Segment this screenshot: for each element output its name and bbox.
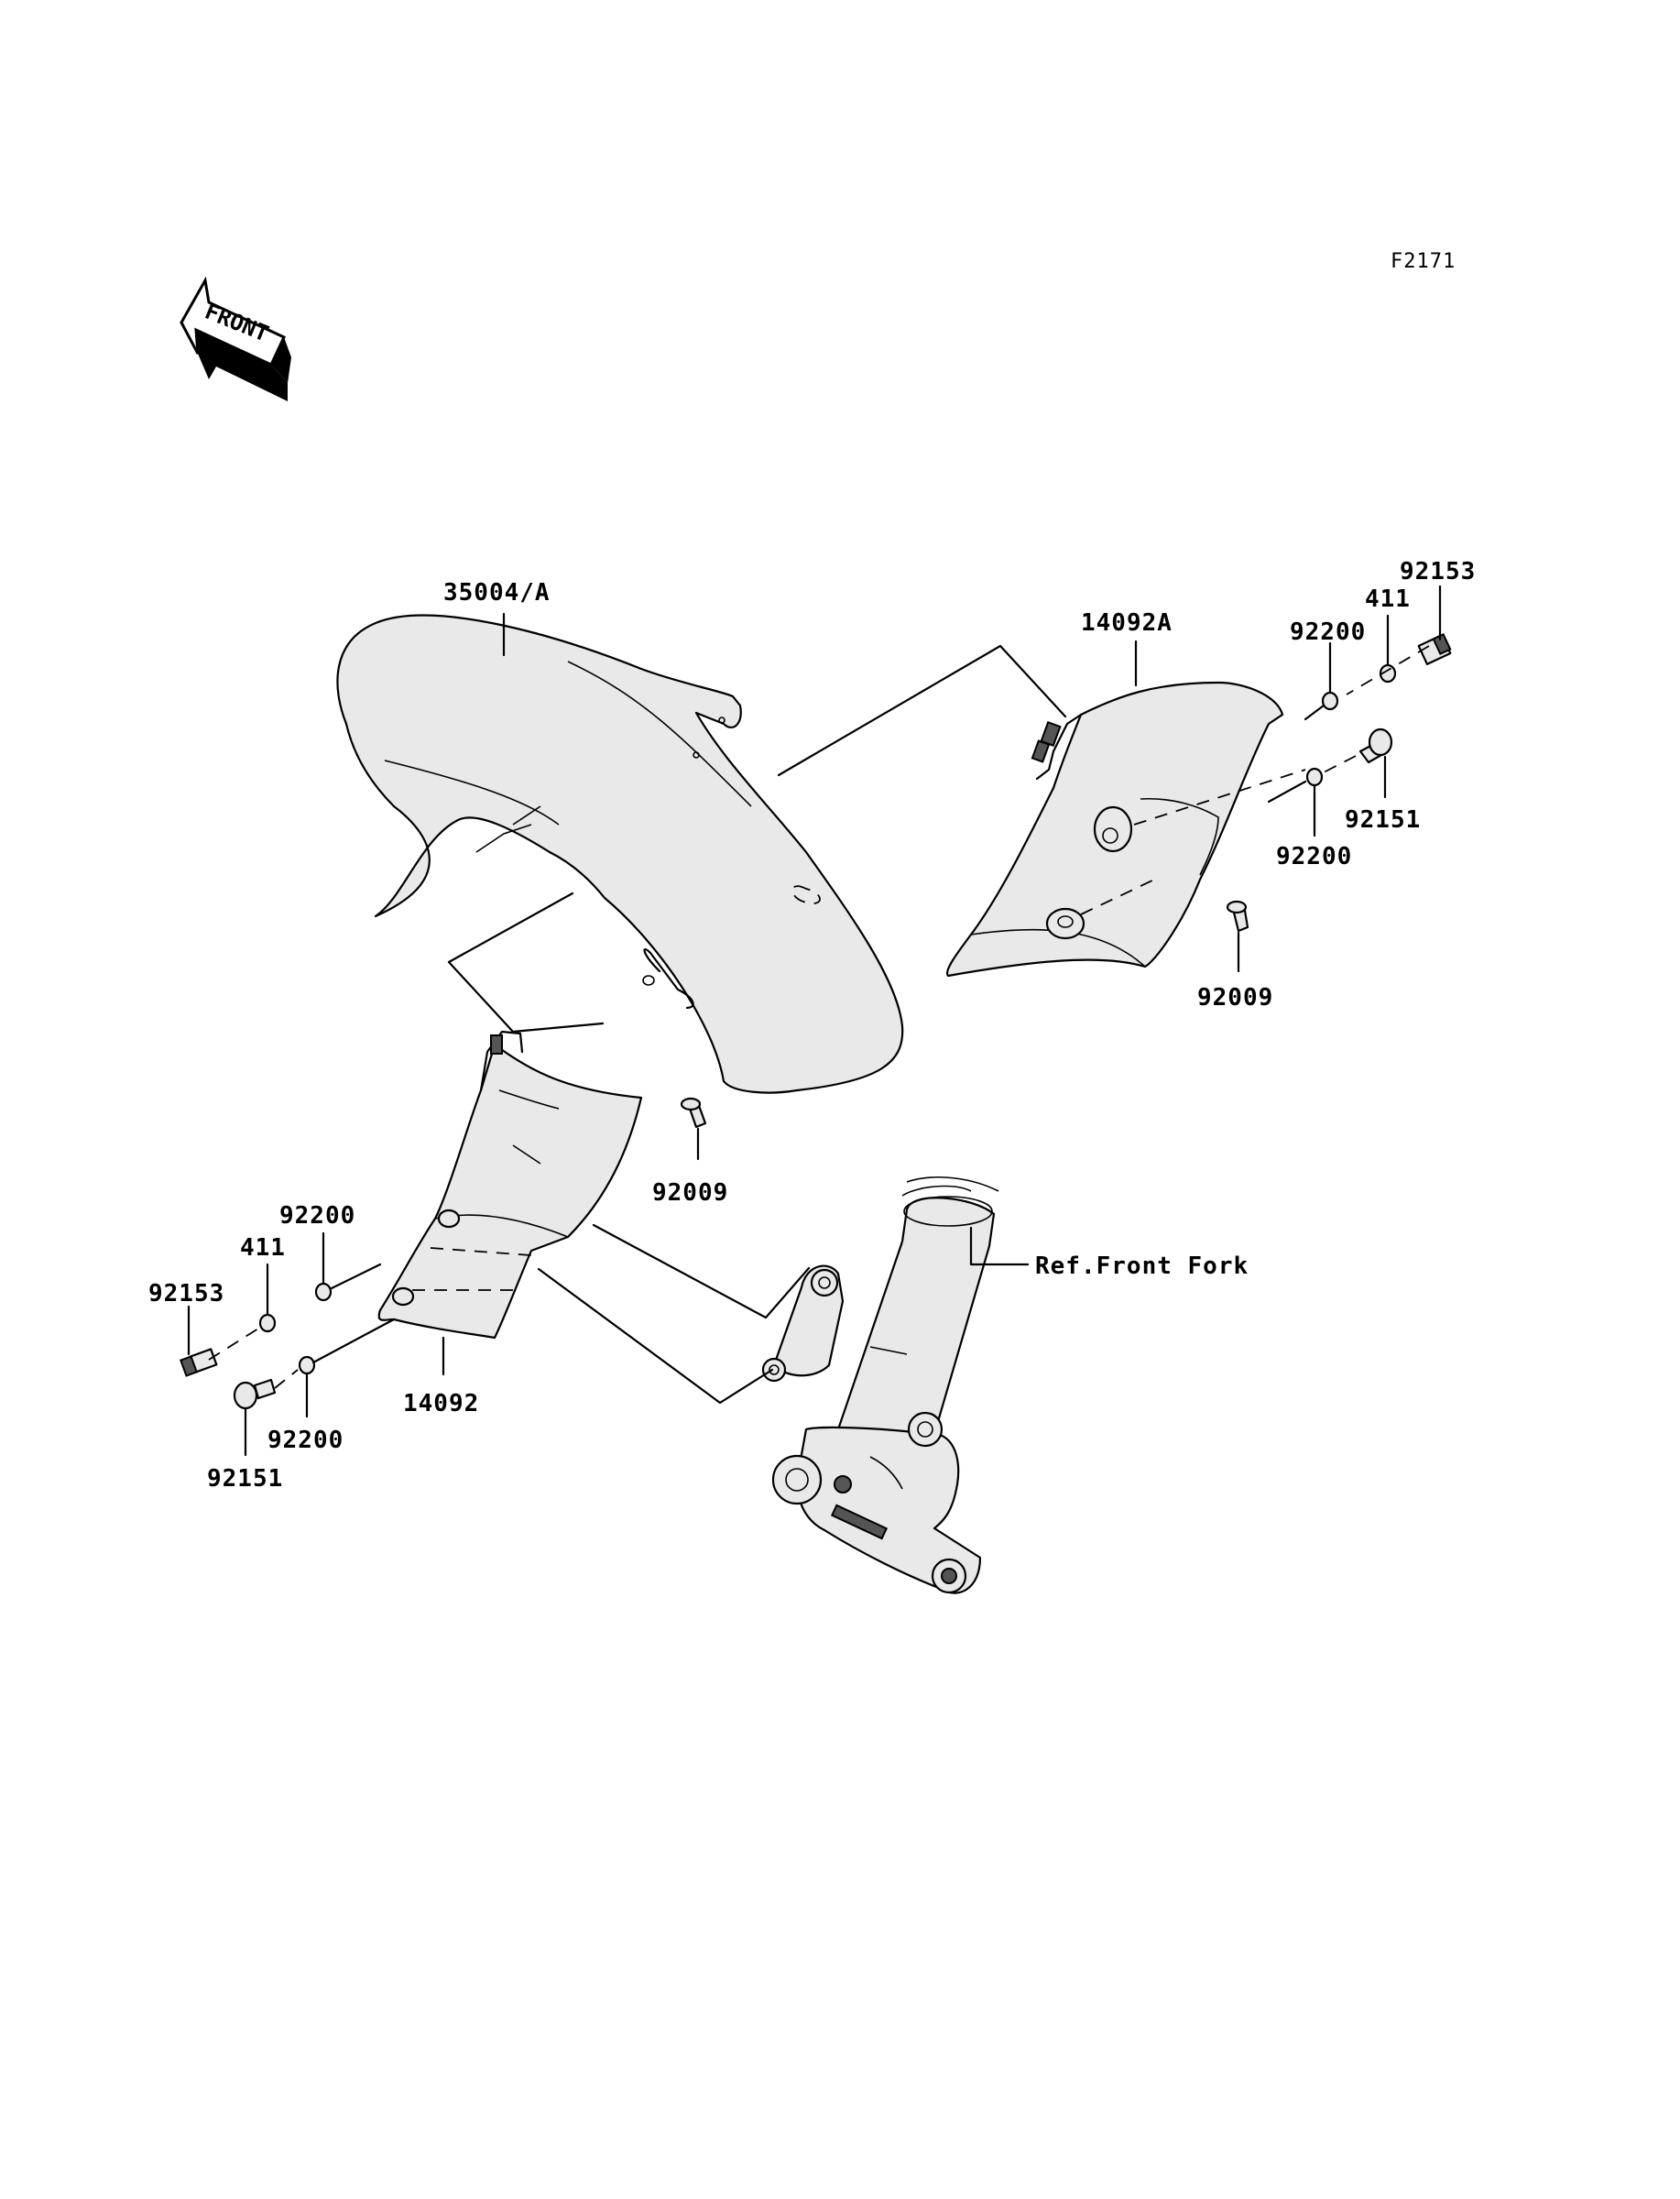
label-r-washer-bottom: 92200 [1276, 843, 1352, 870]
label-center-screw: 92009 [652, 1179, 728, 1207]
label-r-washer-top: 92200 [1290, 618, 1366, 646]
callout-center-92009: 92009 [652, 1127, 728, 1207]
label-l-bolt-top: 92153 [148, 1280, 224, 1307]
label-right-cover: 14092A [1081, 609, 1173, 637]
r-washer-bottom [1305, 767, 1324, 787]
r-screw [1226, 900, 1249, 933]
label-r-bolt-bottom: 92151 [1345, 806, 1421, 834]
callout-l-92200-top: 92200 [279, 1202, 355, 1285]
label-l-washer-bottom: 92200 [267, 1427, 344, 1454]
callout-35004A: 35004/A [443, 579, 551, 657]
callout-r-92200-top: 92200 [1290, 618, 1366, 694]
callout-r-92009: 92009 [1197, 931, 1273, 1012]
l-bolt-bottom [233, 1378, 277, 1410]
r-bolt-top [1417, 632, 1452, 665]
callout-l-92200-bottom: 92200 [267, 1373, 344, 1454]
r-washer-top [1321, 691, 1339, 711]
label-l-washer-top: 92200 [279, 1202, 355, 1230]
callout-r-92153: 92153 [1400, 558, 1476, 641]
label-r-screw: 92009 [1197, 984, 1273, 1012]
l-washer-top [314, 1282, 333, 1302]
label-front-fender: 35004/A [443, 579, 551, 607]
assembly-lines [208, 644, 1430, 1405]
l-washer-bottom [298, 1355, 316, 1375]
r-bolt-bottom [1358, 728, 1393, 764]
front-arrow-icon: FRONT [180, 276, 291, 401]
callout-14092A: 14092A [1081, 609, 1173, 687]
l-bolt-top [180, 1348, 218, 1377]
label-front-fork-ref: Ref.Front Fork [1035, 1253, 1249, 1280]
label-l-collar: 411 [240, 1234, 286, 1262]
label-r-collar: 411 [1365, 585, 1411, 613]
callout-r-92200-bottom: 92200 [1276, 784, 1352, 870]
front-fender [336, 614, 904, 1094]
l-collar [258, 1313, 277, 1333]
center-screw [680, 1097, 707, 1129]
callout-l-411: 411 [240, 1234, 286, 1316]
diagram-code: F2171 [1391, 250, 1456, 273]
callout-front-fork: Ref.Front Fork [969, 1226, 1249, 1280]
label-r-bolt-top: 92153 [1400, 558, 1476, 585]
label-l-bolt-bottom: 92151 [207, 1465, 283, 1493]
front-fork [761, 1176, 999, 1594]
callout-14092: 14092 [403, 1336, 479, 1417]
callout-l-92151: 92151 [207, 1407, 283, 1493]
callout-r-92151: 92151 [1345, 755, 1421, 834]
fork-cover-right [945, 681, 1306, 978]
fork-cover-left [377, 1030, 643, 1340]
label-left-cover: 14092 [403, 1390, 479, 1417]
callout-l-92153: 92153 [148, 1280, 224, 1356]
callout-r-411: 411 [1365, 585, 1411, 666]
